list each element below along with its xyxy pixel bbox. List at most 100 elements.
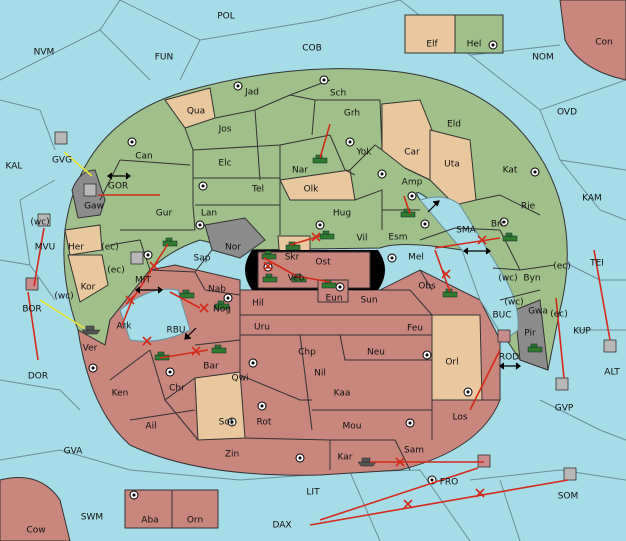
label-wc2: (wc) xyxy=(54,292,73,302)
label-GVA: GVA xyxy=(64,447,84,457)
label-Bri: Bri xyxy=(491,220,503,230)
label-Eld: Eld xyxy=(447,120,461,130)
label-DAX: DAX xyxy=(272,521,291,531)
label-Hug: Hug xyxy=(333,209,351,219)
label-Car: Car xyxy=(404,148,420,158)
label-Chp: Chp xyxy=(298,348,316,358)
label-ec4: (ec) xyxy=(550,310,568,320)
label-ec1: (ec) xyxy=(101,243,119,253)
region-Uta[interactable] xyxy=(429,129,477,206)
label-Nor: Nor xyxy=(225,243,241,253)
label-Elf: Elf xyxy=(426,40,438,50)
label-Eun: Eun xyxy=(325,294,342,304)
label-Elc: Elc xyxy=(218,159,231,169)
label-Hil: Hil xyxy=(252,299,264,309)
land-borders-south xyxy=(109,269,500,471)
label-GVG: GVG xyxy=(52,156,72,166)
label-Ost: Ost xyxy=(315,258,331,268)
label-MIT: MIT xyxy=(135,276,151,286)
label-BOR: BOR xyxy=(22,305,41,315)
label-Grh: Grh xyxy=(344,109,360,119)
label-Jad: Jad xyxy=(244,88,259,98)
label-POL: POL xyxy=(217,12,235,22)
label-TEI: TEI xyxy=(589,259,604,269)
label-Nog: Nog xyxy=(213,305,231,315)
region-Orn[interactable] xyxy=(171,489,219,529)
label-KAM: KAM xyxy=(582,194,602,204)
label-Los: Los xyxy=(452,413,467,423)
label-COB: COB xyxy=(302,44,322,54)
label-Uta: Uta xyxy=(444,160,460,170)
label-Gaw: Gaw xyxy=(84,202,104,212)
label-Sot: Sot xyxy=(219,418,234,428)
label-Qwi: Qwi xyxy=(232,374,249,384)
label-Obs: Obs xyxy=(418,282,436,292)
label-Cow: Cow xyxy=(26,526,45,536)
label-Chr: Chr xyxy=(169,384,185,394)
region-Elf[interactable] xyxy=(404,14,456,54)
label-Kaa: Kaa xyxy=(334,389,351,399)
region-Cow[interactable] xyxy=(0,477,71,541)
label-Veb: Veb xyxy=(288,274,305,284)
label-wc4: (wc) xyxy=(504,298,523,308)
label-Qua: Qua xyxy=(187,107,205,117)
label-Tel: Tel xyxy=(251,185,264,195)
label-Byn: Byn xyxy=(523,274,540,284)
label-Vil: Vil xyxy=(357,234,368,244)
label-Olk: Olk xyxy=(304,185,320,195)
land-borders-north xyxy=(99,79,556,301)
label-NVM: NVM xyxy=(34,48,55,58)
label-FUN: FUN xyxy=(155,53,174,63)
label-DOR: DOR xyxy=(28,372,48,382)
region-labels: POL NVM FUN COB NOM Con Elf Hel OVD KAL … xyxy=(6,12,621,536)
label-Gur: Gur xyxy=(156,209,173,219)
label-NOM: NOM xyxy=(532,53,554,63)
label-MVU: MVU xyxy=(35,243,56,253)
label-Kat: Kat xyxy=(503,166,518,176)
label-Ken: Ken xyxy=(112,389,129,399)
label-Lan: Lan xyxy=(201,209,217,219)
label-Her: Her xyxy=(68,243,84,253)
label-Nar: Nar xyxy=(292,166,308,176)
label-Rie: Rie xyxy=(521,202,536,212)
label-Gwa: Gwa xyxy=(528,307,548,317)
sea-SMA[interactable] xyxy=(419,196,519,341)
label-KAL: KAL xyxy=(6,162,23,172)
label-Sch: Sch xyxy=(330,89,346,99)
label-ec2: (ec) xyxy=(107,266,125,276)
region-Her[interactable] xyxy=(64,224,103,256)
label-Kar: Kar xyxy=(338,453,353,463)
label-Orn: Orn xyxy=(187,516,203,526)
label-ALT: ALT xyxy=(604,368,620,378)
label-ROD: ROD xyxy=(499,353,519,363)
label-Skr: Skr xyxy=(285,253,300,263)
label-Con: Con xyxy=(595,38,613,48)
label-OVD: OVD xyxy=(557,108,577,118)
label-Uru: Uru xyxy=(254,323,270,333)
sea-RBU[interactable] xyxy=(119,288,191,342)
label-Ail: Ail xyxy=(145,422,156,432)
region-Nor[interactable] xyxy=(204,217,266,259)
fleet-units xyxy=(81,325,377,467)
label-Sam: Sam xyxy=(404,446,424,456)
label-Pir: Pir xyxy=(524,329,536,339)
region-Pir[interactable] xyxy=(514,299,549,371)
label-Orl: Orl xyxy=(445,358,458,368)
label-ec3: (ec) xyxy=(553,262,571,272)
link-arrows xyxy=(107,172,521,370)
region-Kor[interactable] xyxy=(67,254,109,303)
label-Ver: Ver xyxy=(83,344,98,354)
label-Feu: Feu xyxy=(407,324,423,334)
label-Esm: Esm xyxy=(388,233,407,243)
label-GOR: GOR xyxy=(108,182,128,192)
label-Aba: Aba xyxy=(141,516,158,526)
label-Can: Can xyxy=(135,152,153,162)
label-Hel: Hel xyxy=(467,40,482,50)
label-Kor: Kor xyxy=(81,283,96,293)
label-Nab: Nab xyxy=(208,285,226,295)
label-Nil: Nil xyxy=(314,369,326,379)
label-Ark: Ark xyxy=(116,322,132,332)
label-wc3: (wc) xyxy=(498,274,517,284)
